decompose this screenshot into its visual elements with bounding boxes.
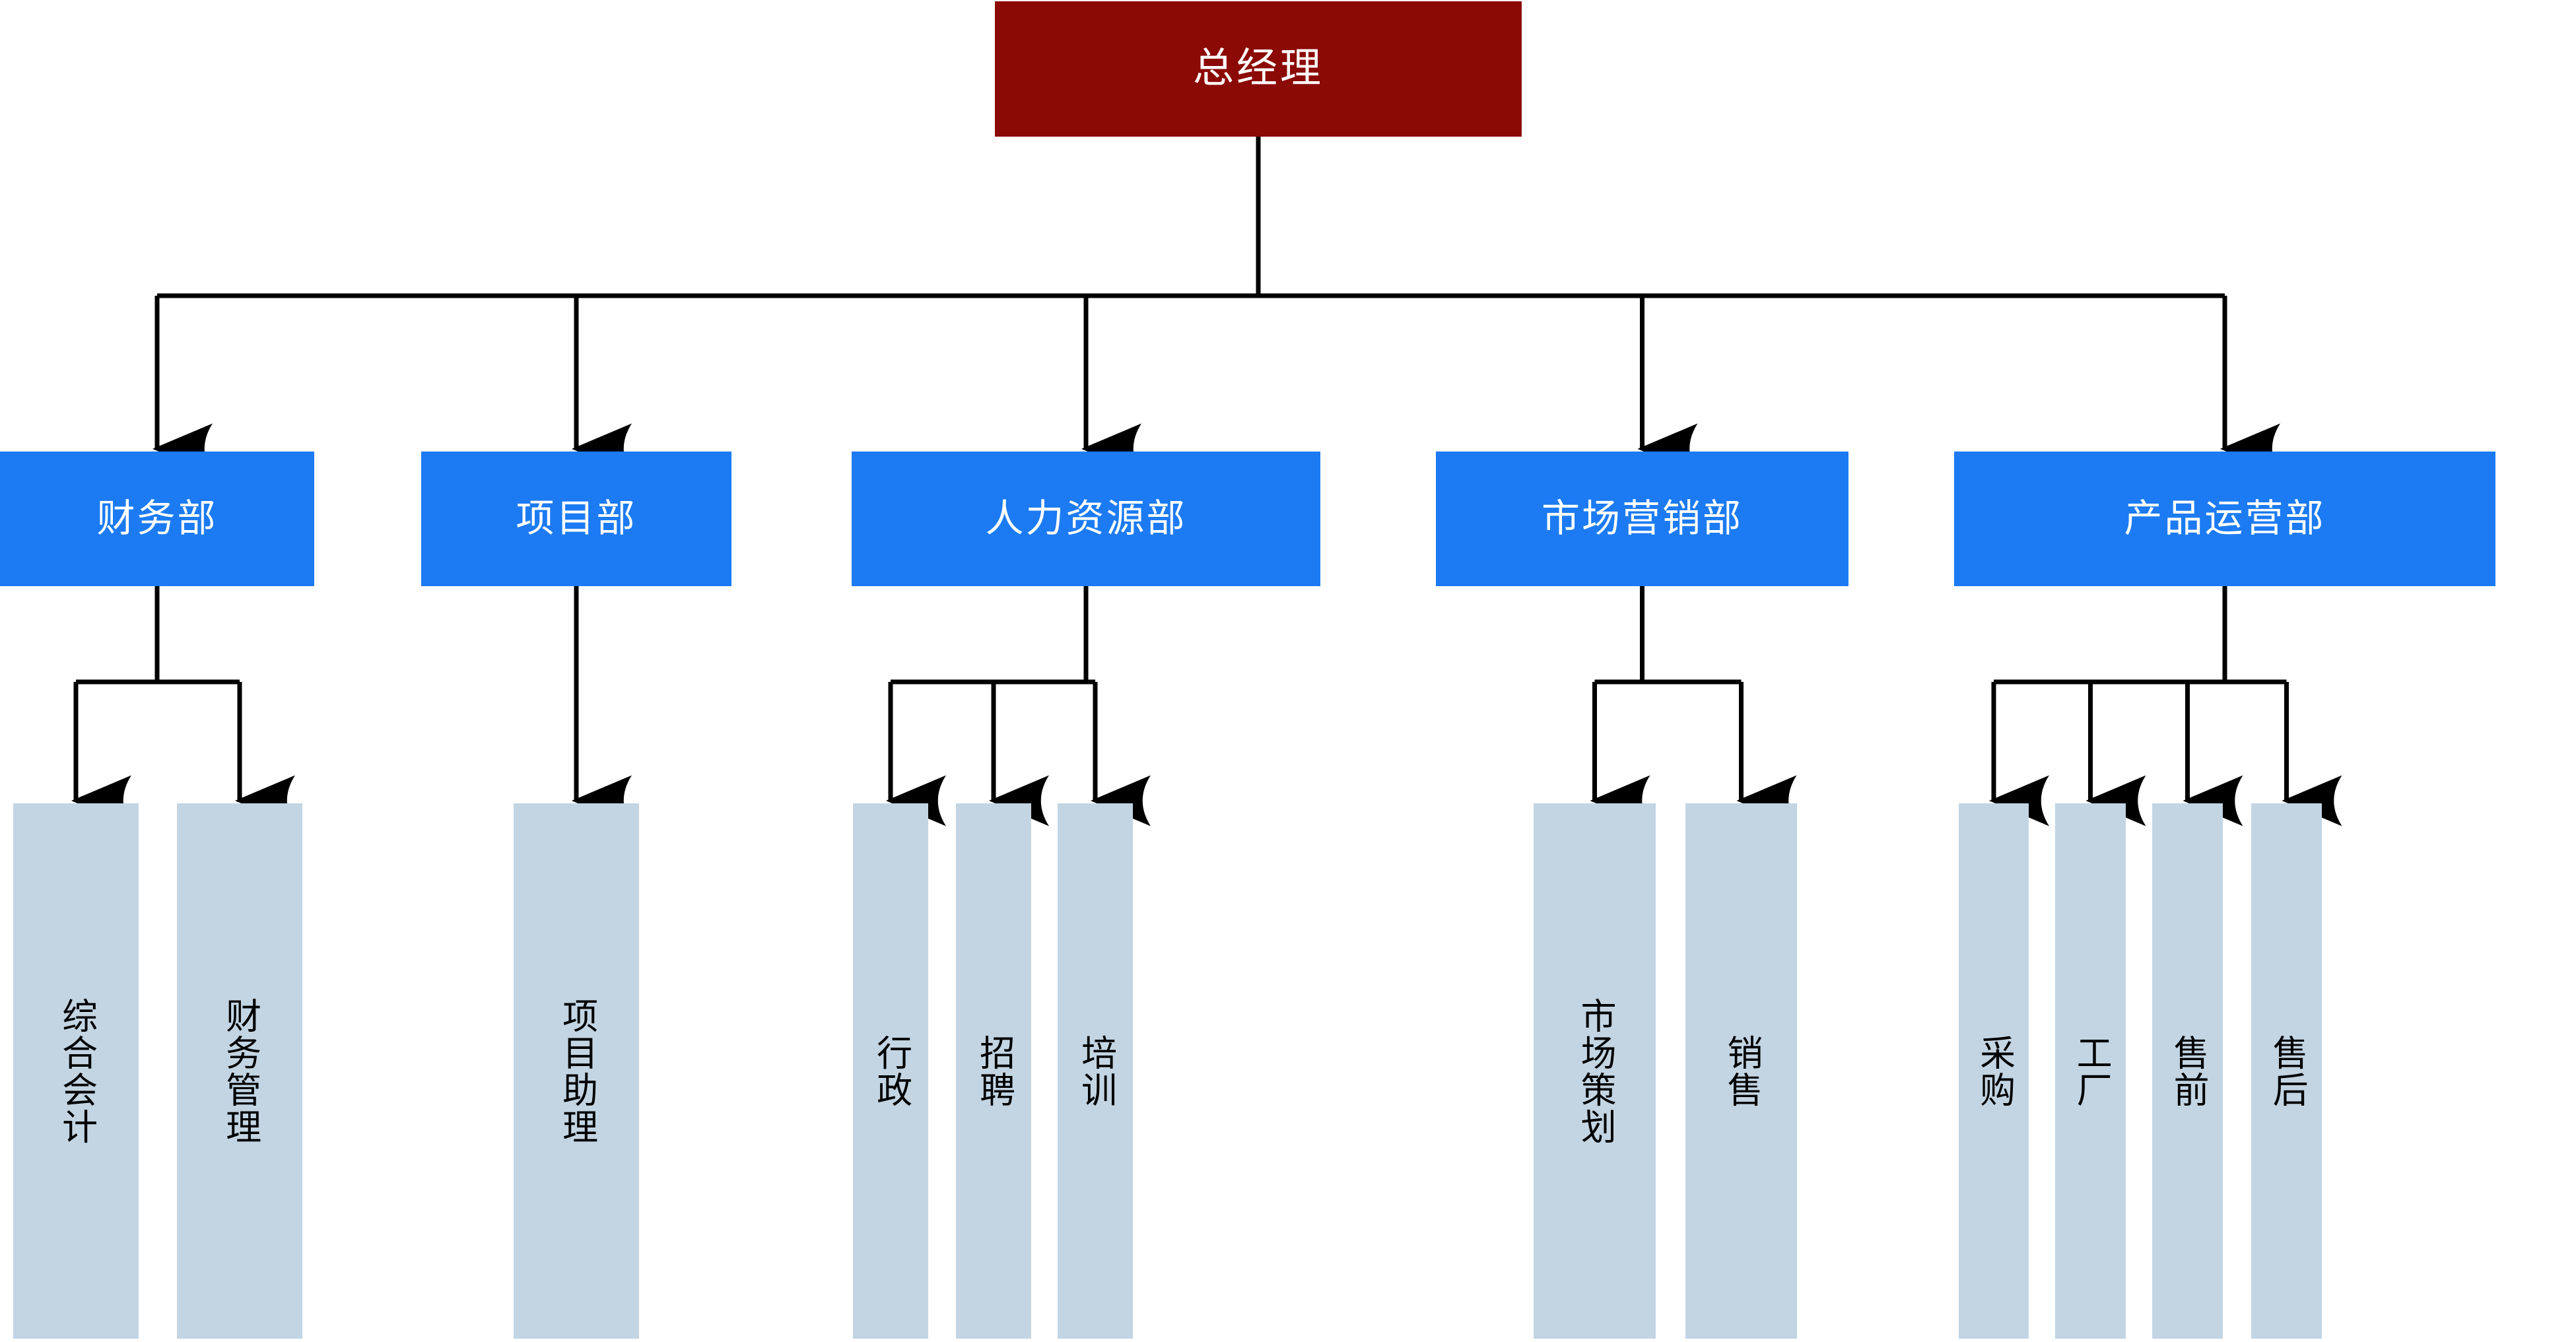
node-sub-department-n62db8058[interactable]: 招聘 [956,803,1031,1339]
node-sub-department-n7efc54084f1a8ba1[interactable]: 综合会计 [13,803,139,1339]
node-sub-department-n8d2252a17ba17406[interactable]: 财务管理 [177,803,302,1339]
node-sub-department-n57f98bad[interactable]: 培训 [1058,803,1133,1339]
node-department-n987976ee90e8[interactable]: 项目部 [421,452,731,586]
node-department-n4ea754c18fd0842590e8[interactable]: 产品运营部 [1954,452,2495,586]
sub-department-label: 采购 [1974,1034,2014,1108]
sub-department-label: 财务管理 [220,997,260,1145]
node-root-general-manager[interactable]: 总经理 [995,1,1522,137]
sub-department-label: 招聘 [974,1034,1014,1108]
node-sub-department-n91c78d2d[interactable]: 采购 [1959,803,2029,1339]
node-sub-department-n5e02573a7b565212[interactable]: 市场策划 [1534,803,1656,1339]
sub-department-label: 售前 [2168,1034,2208,1108]
sub-department-label: 综合会计 [56,997,96,1145]
sub-department-label: 项目助理 [557,997,597,1145]
sub-department-label: 培训 [1075,1034,1116,1108]
node-sub-department-n987976ee52a97406[interactable]: 项目助理 [514,803,639,1339]
node-sub-department-n552e540e[interactable]: 售后 [2251,803,2322,1339]
node-sub-department-n884c653f[interactable]: 行政 [853,803,928,1339]
node-sub-department-n9500552e[interactable]: 销售 [1685,803,1797,1339]
node-sub-department-n552e524d[interactable]: 售前 [2152,803,2223,1339]
node-department-n8d2252a190e8[interactable]: 财务部 [0,452,314,586]
sub-department-label: 销售 [1722,1034,1762,1108]
sub-department-label: 市场策划 [1575,997,1615,1145]
sub-department-label: 工厂 [2071,1034,2111,1108]
sub-department-label: 行政 [871,1034,911,1108]
node-department-n5e02573a8425950090e8[interactable]: 市场营销部 [1436,452,1848,586]
node-sub-department-n5de55382[interactable]: 工厂 [2055,803,2126,1339]
node-department-n4eba529b8d446e9090e8[interactable]: 人力资源部 [852,452,1320,586]
sub-department-label: 售后 [2267,1034,2307,1108]
